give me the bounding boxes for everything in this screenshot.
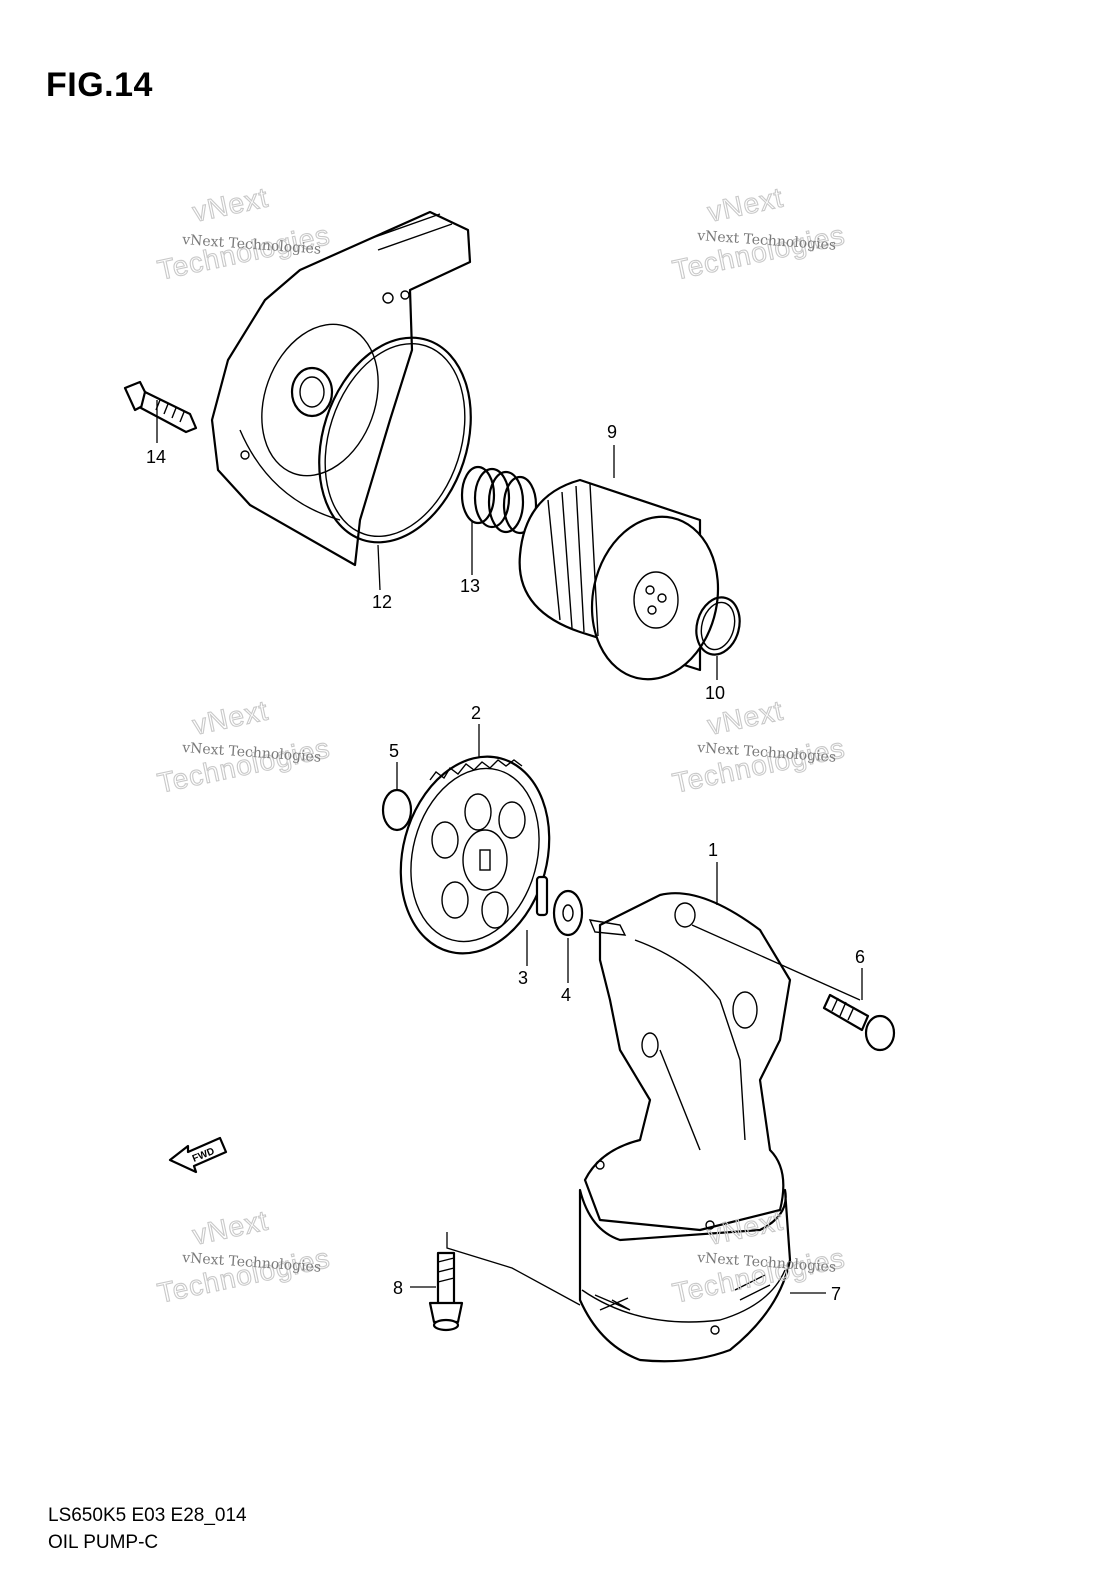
- callout-4: 4: [561, 985, 571, 1005]
- svg-text:Technologies: Technologies: [155, 732, 333, 799]
- svg-text:vNext: vNext: [190, 695, 271, 741]
- pin-3-part: [535, 875, 549, 917]
- oil-strainer-7-part: [578, 1160, 792, 1363]
- callout-8: 8: [393, 1278, 403, 1298]
- callout-3: 3: [518, 968, 528, 988]
- figure-code: LS650K5 E03 E28_014: [48, 1505, 247, 1526]
- callout-6: 6: [855, 947, 865, 967]
- callout-labels: 1 2 3 4 5 6 7 8 9 10 12 13 14: [146, 422, 865, 1304]
- spring-13-part: [460, 465, 538, 535]
- fwd-arrow: FWD: [168, 1136, 228, 1174]
- o-ring-12-part: [318, 336, 472, 544]
- svg-text:vNext: vNext: [190, 182, 271, 228]
- bolt-8-part: [428, 1251, 464, 1332]
- watermark-mid-left: vNext Technologies vNext Technologies: [154, 694, 333, 799]
- watermark-bottom-right: vNext Technologies vNext Technologies: [669, 1204, 848, 1309]
- callout-12: 12: [372, 592, 392, 612]
- watermark-bottom-left: vNext Technologies vNext Technologies: [154, 1204, 333, 1309]
- callout-7: 7: [831, 1284, 841, 1304]
- svg-text:Technologies: Technologies: [155, 1242, 333, 1309]
- callout-1: 1: [708, 840, 718, 860]
- leader-lines: [156, 400, 863, 1306]
- circlip-5-part: [381, 788, 413, 832]
- svg-text:vNext: vNext: [705, 182, 786, 228]
- callout-14: 14: [146, 447, 166, 467]
- callout-9: 9: [607, 422, 617, 442]
- callout-10: 10: [705, 683, 725, 703]
- watermark-mid-right: vNext Technologies vNext Technologies: [669, 694, 848, 799]
- bolt-6-part: [822, 993, 896, 1052]
- washer-4-part: [552, 889, 584, 937]
- gear-2-part: [399, 755, 551, 955]
- callout-5: 5: [389, 741, 399, 761]
- callout-13: 13: [460, 576, 480, 596]
- watermark-top-right: vNext Technologies vNext Technologies: [669, 181, 848, 286]
- oil-pump-1-part: [583, 892, 792, 1232]
- callout-2: 2: [471, 703, 481, 723]
- svg-text:vNext: vNext: [190, 1205, 271, 1251]
- figure-title: FIG.14: [46, 66, 153, 104]
- o-ring-10-part: [695, 596, 741, 656]
- oil-filter-9-part: [518, 478, 720, 681]
- filter-cover-part: [210, 210, 472, 567]
- bolt-14-part: [123, 380, 198, 434]
- svg-text:Technologies: Technologies: [670, 732, 848, 799]
- figure-name: OIL PUMP-C: [48, 1532, 159, 1553]
